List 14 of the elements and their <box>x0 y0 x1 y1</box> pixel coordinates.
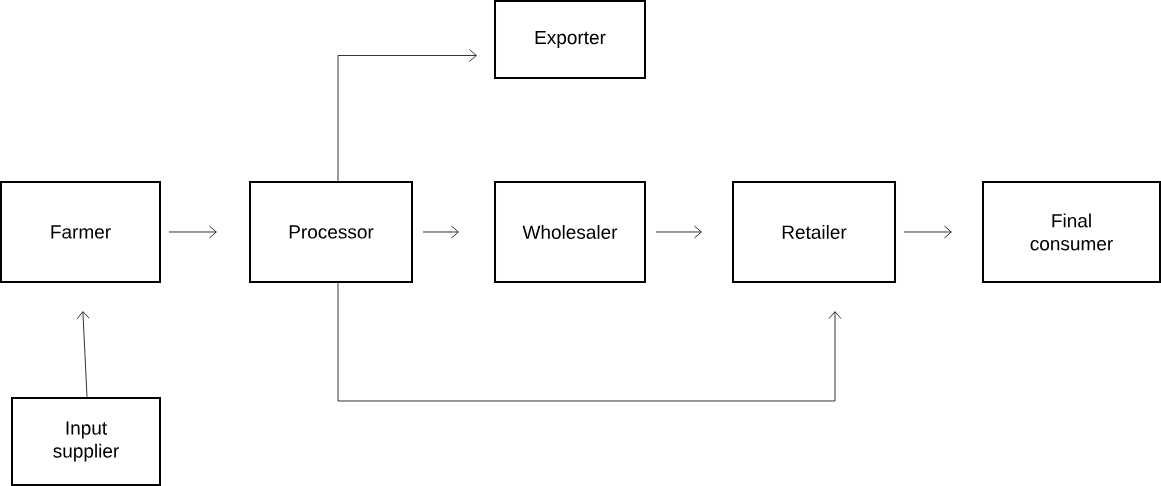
process-box: Wholesaler <box>494 181 646 283</box>
arrow <box>422 225 459 239</box>
process-box: Final consumer <box>982 181 1161 283</box>
arrow <box>337 282 842 402</box>
process-box: Retailer <box>732 181 896 283</box>
process-box: Input supplier <box>11 397 161 486</box>
arrow <box>76 311 90 398</box>
arrow <box>168 225 217 239</box>
process-box: Processor <box>249 181 413 283</box>
arrow <box>655 225 702 239</box>
arrow <box>337 49 477 182</box>
process-box: Farmer <box>0 181 161 283</box>
arrow <box>903 225 952 239</box>
process-box: Exporter <box>494 0 646 79</box>
